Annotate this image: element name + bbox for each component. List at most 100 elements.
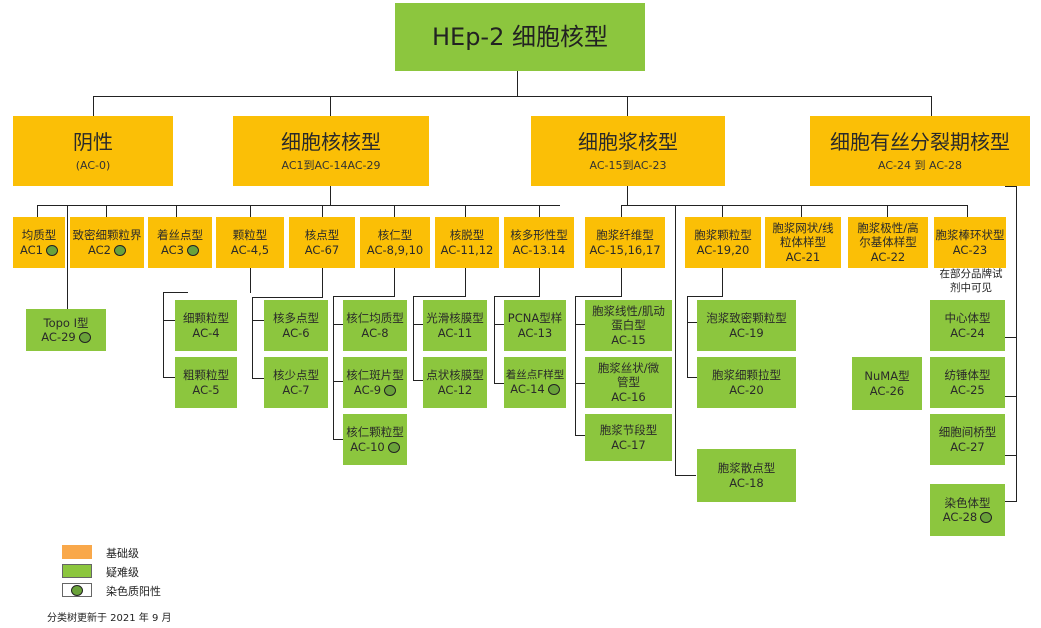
leaf-label: Topo I型 — [43, 315, 89, 330]
brand-reagent-note: 在部分品牌试剂中可见 — [939, 268, 1003, 294]
category-code: AC-15到AC-23 — [589, 158, 667, 172]
group-cytoplasmic-speckled: 胞浆颗粒型 AC-19,20 — [685, 217, 761, 268]
category-label: 细胞有丝分裂期核型 — [830, 129, 1010, 154]
leaf-label: 胞浆散点型 — [717, 461, 776, 476]
leaf-intercellular-bridge: 细胞间桥型 AC-27 — [930, 414, 1005, 465]
leaf-label: 中心体型 — [944, 311, 991, 326]
group-code: AC-21 — [785, 249, 821, 264]
category-negative: 阴性 (AC-0) — [13, 116, 173, 186]
leaf-label: 细颗粒型 — [183, 311, 229, 326]
legend-label-chromatin: 染色质阳性 — [106, 585, 161, 598]
leaf-label: 胞浆丝状/微管型 — [597, 360, 660, 390]
group-cytoplasmic-reticular: 胞浆网状/线粒体样型 AC-21 — [765, 217, 841, 268]
group-label: 核脱型 — [449, 228, 485, 243]
legend-label-basic: 基础级 — [106, 547, 139, 560]
legend-swatch-chromatin — [62, 583, 92, 597]
leaf-code: AC-5 — [192, 382, 220, 397]
leaf-code: AC-12 — [437, 382, 473, 397]
leaf-code: AC-7 — [282, 382, 310, 397]
group-label: 胞浆棒环状型 — [935, 228, 1005, 243]
chromatin-positive-icon — [114, 244, 126, 256]
group-code: AC1 — [20, 243, 58, 257]
leaf-nucleolar-punctate: 核仁颗粒型 AC-10 — [343, 414, 407, 465]
leaf-linear-actin: 胞浆线性/肌动蛋白型 AC-15 — [585, 300, 672, 351]
group-nuclear-dots: 核点型 AC-67 — [289, 217, 355, 268]
group-code: AC-13.14 — [512, 242, 566, 257]
leaf-code: AC-8 — [361, 325, 389, 340]
update-note: 分类树更新于 2021 年 9 月 — [47, 613, 172, 624]
category-label: 阴性 — [73, 129, 113, 154]
leaf-centrosome: 中心体型 AC-24 — [930, 300, 1005, 351]
group-code: AC-15,16,17 — [589, 242, 661, 257]
leaf-label: 核仁斑片型 — [346, 368, 404, 383]
group-rods-and-rings: 胞浆棒环状型 AC-23 — [934, 217, 1006, 268]
chromatin-positive-icon — [78, 332, 91, 343]
leaf-label: 点状核膜型 — [426, 368, 484, 383]
group-label: 胞浆极性/高尔基体样型 — [857, 220, 919, 250]
leaf-code: AC-16 — [611, 389, 646, 404]
legend-label-advanced: 疑难级 — [106, 566, 139, 579]
chromatin-positive-icon — [71, 584, 83, 596]
group-code: AC3 — [161, 243, 199, 257]
group-code: AC-23 — [952, 242, 988, 257]
leaf-label: NuMA型 — [864, 369, 910, 384]
leaf-code: AC-6 — [282, 325, 310, 340]
group-label: 胞浆网状/线粒体样型 — [772, 220, 834, 250]
leaf-fine-speckled-cyto: 胞浆细颗拉型 AC-20 — [697, 357, 796, 408]
group-cytoplasmic-polar: 胞浆极性/高尔基体样型 AC-22 — [848, 217, 928, 268]
leaf-cenp-f-like: 着丝点F样型 AC-14 — [504, 357, 566, 408]
group-label: 胞浆颗粒型 — [694, 228, 752, 243]
leaf-label: 染色体型 — [944, 495, 991, 510]
group-label: 核多形性型 — [510, 228, 568, 243]
group-label: 着丝点型 — [157, 228, 203, 243]
category-cytoplasmic: 细胞浆核型 AC-15到AC-23 — [531, 116, 725, 186]
leaf-label: 着丝点F样型 — [505, 368, 565, 381]
leaf-code: AC-20 — [729, 382, 764, 397]
leaf-label: 细胞间桥型 — [938, 425, 997, 440]
chromatin-positive-icon — [187, 244, 199, 256]
leaf-label: 胞浆节段型 — [599, 423, 658, 438]
leaf-nucleolar-clumpy: 核仁斑片型 AC-9 — [343, 357, 407, 408]
leaf-segmental: 胞浆节段型 AC-17 — [585, 414, 672, 461]
leaf-few-dots: 核少点型 AC-7 — [264, 357, 328, 408]
group-code: AC-22 — [870, 249, 906, 264]
leaf-code: AC-18 — [729, 475, 764, 490]
leaf-code: AC-13 — [517, 325, 553, 340]
leaf-topo-i: Topo I型 AC-29 — [26, 309, 106, 351]
leaf-code: AC-24 — [950, 325, 985, 340]
category-mitotic: 细胞有丝分裂期核型 AC-24 到 AC-28 — [810, 116, 1030, 186]
category-nuclear: 细胞核核型 AC1到AC-14AC-29 — [233, 116, 429, 186]
group-nucleolar: 核仁型 AC-8,9,10 — [360, 217, 430, 268]
category-code: (AC-0) — [75, 158, 111, 172]
leaf-label: 核少点型 — [273, 368, 319, 383]
leaf-discrete-dots-cyto: 胞浆散点型 AC-18 — [697, 449, 796, 502]
category-code: AC-24 到 AC-28 — [878, 158, 962, 172]
group-centromere: 着丝点型 AC3 — [148, 217, 212, 268]
group-code: AC-67 — [304, 242, 340, 257]
leaf-label: PCNA型样 — [507, 311, 563, 326]
leaf-code: AC-17 — [611, 437, 646, 452]
group-label: 致密细颗粒界 — [72, 228, 142, 243]
leaf-label: 光滑核膜型 — [426, 311, 484, 326]
category-code: AC1到AC-14AC-29 — [281, 158, 381, 172]
group-label: 胞浆纤维型 — [596, 228, 654, 243]
leaf-code: AC-27 — [950, 439, 985, 454]
leaf-label: 核仁均质型 — [346, 311, 404, 326]
category-label: 细胞浆核型 — [578, 129, 678, 154]
group-code: AC2 — [88, 243, 126, 257]
leaf-code: AC-26 — [869, 383, 905, 398]
group-code: AC-19,20 — [696, 242, 750, 257]
leaf-code: AC-14 — [510, 382, 560, 396]
chromatin-positive-icon — [547, 383, 560, 395]
group-speckled: 颗粒型 AC-4,5 — [216, 217, 284, 268]
leaf-code: AC-25 — [950, 382, 985, 397]
leaf-smooth-envelope: 光滑核膜型 AC-11 — [423, 300, 487, 351]
category-label: 细胞核核型 — [281, 129, 381, 154]
group-pleomorphic: 核多形性型 AC-13.14 — [504, 217, 574, 268]
group-dense-fine-speckled: 致密细颗粒界 AC2 — [70, 217, 144, 268]
leaf-label: 胞浆细颗拉型 — [712, 368, 781, 383]
leaf-dense-fine-speckled-cyto: 泡浆致密颗粒型 AC-19 — [697, 300, 796, 351]
leaf-label: 核仁颗粒型 — [346, 425, 404, 440]
leaf-code: AC-10 — [350, 440, 400, 454]
